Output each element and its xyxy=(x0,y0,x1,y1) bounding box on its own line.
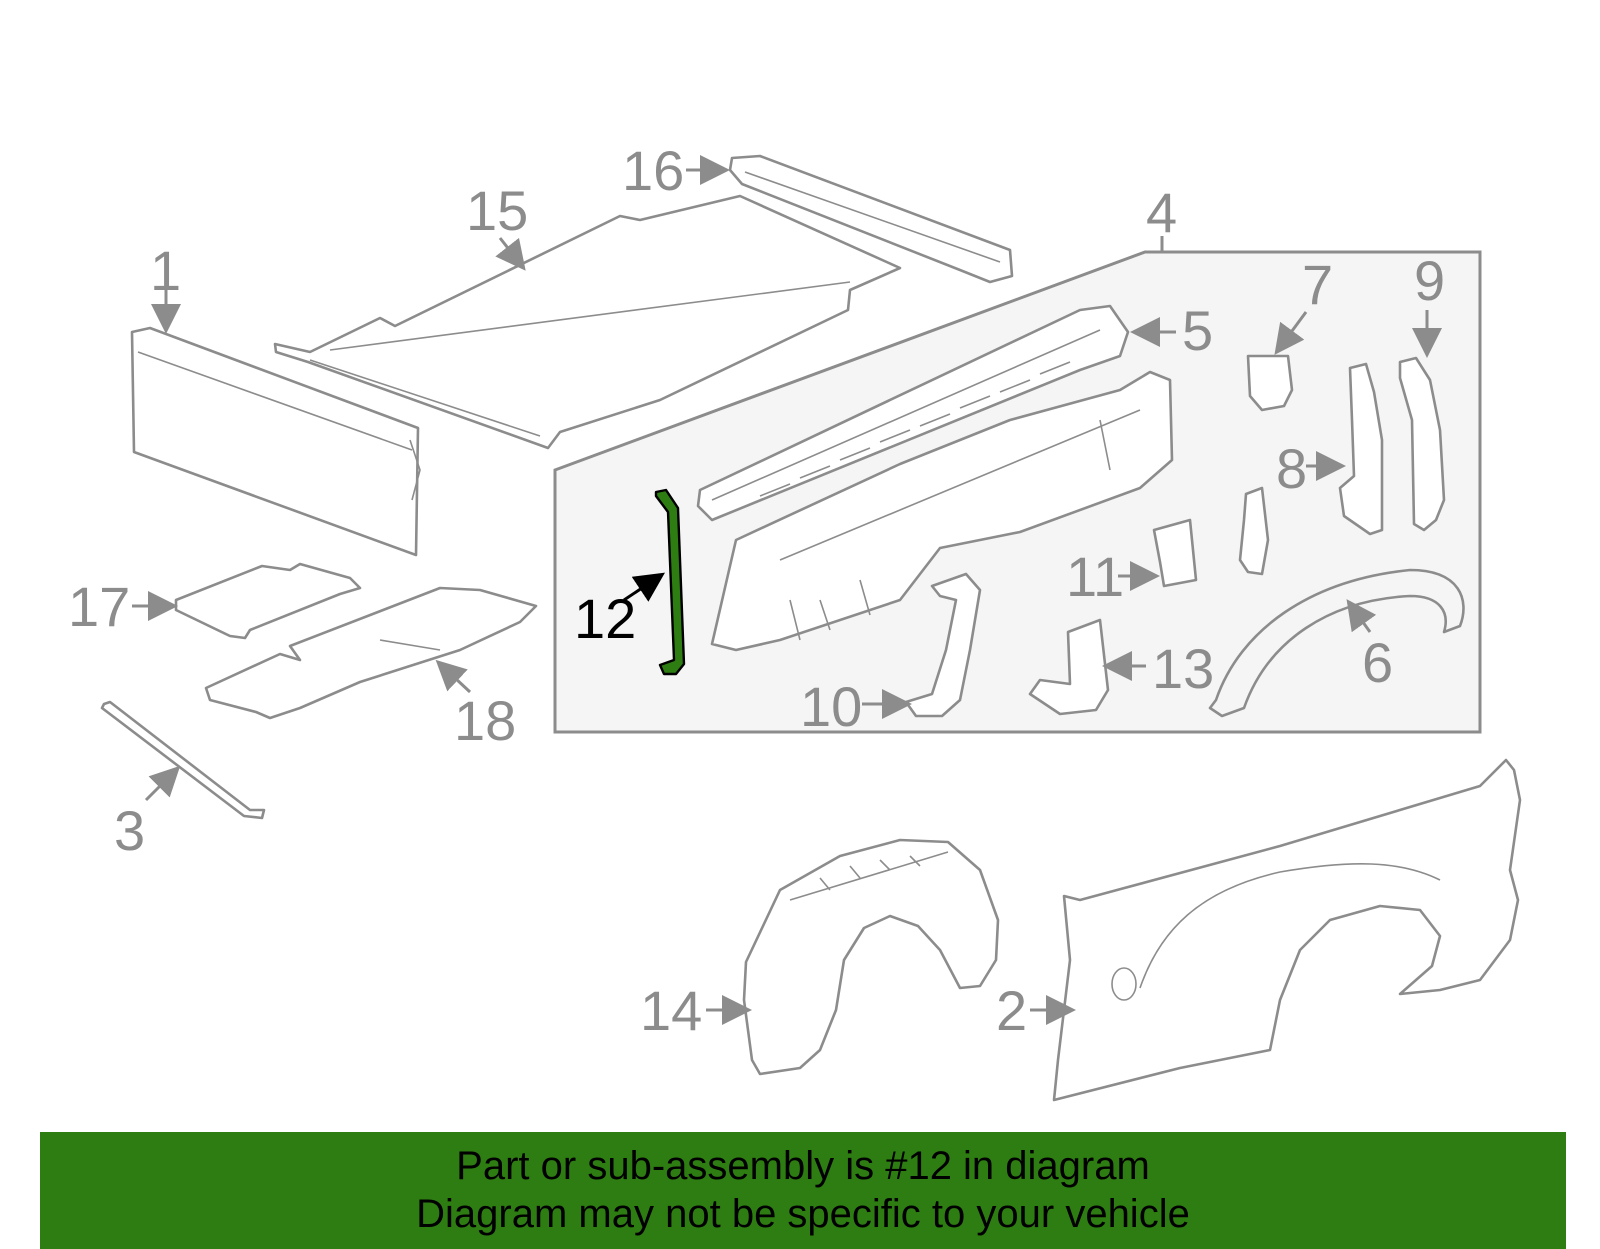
label-part-8: 8 xyxy=(1276,437,1307,500)
part-7-bracket xyxy=(1246,354,1294,412)
label-part-4: 4 xyxy=(1146,181,1177,244)
part-9-pillar xyxy=(1398,356,1446,532)
label-part-13: 13 xyxy=(1152,637,1214,700)
part-6-wheel-flare xyxy=(1208,568,1465,718)
label-part-6: 6 xyxy=(1362,631,1393,694)
label-part-5: 5 xyxy=(1182,299,1213,362)
part-17-shield xyxy=(174,562,362,640)
label-part-14: 14 xyxy=(640,979,702,1042)
label-part-7: 7 xyxy=(1302,253,1333,316)
part-5-side-rail xyxy=(696,304,1130,522)
info-banner: Part or sub-assembly is #12 in diagram D… xyxy=(40,1132,1566,1249)
label-part-17: 17 xyxy=(68,575,130,638)
part-8-pillar xyxy=(1338,362,1384,536)
banner-line-2: Diagram may not be specific to your vehi… xyxy=(416,1192,1190,1236)
part-2-outer-panel xyxy=(1052,758,1522,1102)
part-13-bracket xyxy=(1028,618,1110,716)
part-16-crossmember xyxy=(728,154,1014,284)
part-3-rod xyxy=(100,700,266,820)
label-part-9: 9 xyxy=(1414,249,1445,312)
label-part-18: 18 xyxy=(454,689,516,752)
label-part-3: 3 xyxy=(114,799,145,862)
part-4-inner-panel xyxy=(710,370,1174,652)
label-part-16: 16 xyxy=(622,139,684,202)
part-14-wheelhouse xyxy=(742,838,1000,1076)
part-10-pillar xyxy=(904,572,982,718)
label-part-11: 11 xyxy=(1066,545,1124,608)
part-15-bed-floor xyxy=(273,194,902,450)
banner-line-1: Part or sub-assembly is #12 in diagram xyxy=(456,1144,1150,1188)
label-part-2: 2 xyxy=(996,979,1027,1042)
part-11-bracket xyxy=(1152,518,1198,588)
part-bracket-small xyxy=(1238,486,1270,576)
label-part-15: 15 xyxy=(466,179,528,242)
label-part-10: 10 xyxy=(800,675,862,738)
part-12-bracket xyxy=(654,488,686,676)
part-1-front-panel xyxy=(130,326,421,557)
part-18-shield xyxy=(204,586,538,720)
